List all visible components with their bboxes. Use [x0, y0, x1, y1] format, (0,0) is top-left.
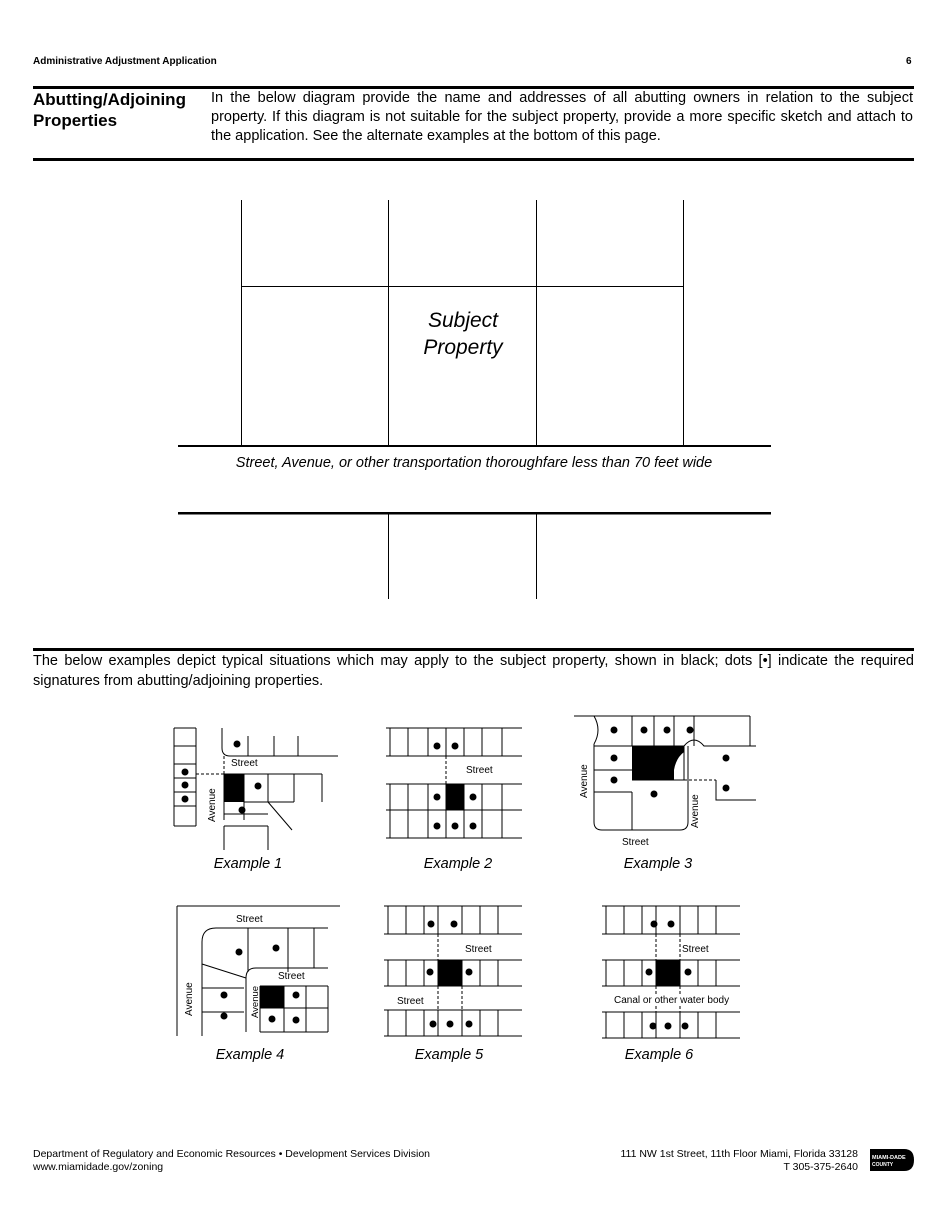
example-4-diagram: Street Street Avenue Avenue	[176, 905, 340, 1036]
footer-right: 111 NW 1st Street, 11th Floor Miami, Flo…	[620, 1148, 858, 1174]
footer-left: Department of Regulatory and Economic Re…	[33, 1148, 430, 1174]
logo-text-line2: COUNTY	[872, 1162, 894, 1168]
example-1-label: Example 1	[213, 856, 283, 872]
footer-phone: T 305-375-2640	[783, 1161, 858, 1173]
example-4-street-label-top: Street	[236, 914, 263, 925]
subject-property-line2: Property	[423, 336, 503, 359]
examples-top-rule	[33, 648, 914, 651]
section-title-line1: Abutting/Adjoining	[33, 90, 186, 109]
example-3-avenue-label-left: Avenue	[579, 764, 590, 798]
example-6-canal-label: Canal or other water body	[614, 995, 729, 1006]
example-5-street-label-top: Street	[465, 944, 492, 955]
example-4-street-label-inner: Street	[278, 971, 305, 982]
subject-property-label: Subject Property	[389, 307, 537, 361]
example-2-street-label: Street	[466, 765, 493, 776]
example-3-street-label: Street	[622, 837, 649, 848]
example-5-street-label-bottom: Street	[397, 996, 424, 1007]
footer-website-link[interactable]: www.miamidade.gov/zoning	[33, 1161, 164, 1173]
example-4-avenue-label-inner: Avenue	[250, 986, 261, 1018]
section-top-rule	[33, 86, 914, 89]
example-3-label: Example 3	[623, 856, 693, 872]
example-3-avenue-label-right: Avenue	[690, 794, 701, 828]
example-2-diagram: Street	[386, 727, 522, 839]
example-3-diagram: Avenue Avenue Street	[574, 715, 756, 848]
section-title: Abutting/Adjoining Properties	[33, 89, 203, 131]
page-number: 6	[906, 56, 912, 67]
example-4-label: Example 4	[215, 1047, 285, 1063]
example-1-diagram: Street Avenue	[173, 727, 338, 850]
county-logo-mark: MIAMI-DADE COUNTY	[870, 1149, 914, 1171]
example-4-avenue-label-outer: Avenue	[184, 982, 195, 1016]
street-caption: Street, Avenue, or other transportation …	[235, 455, 713, 471]
logo-text-line1: MIAMI-DADE	[872, 1155, 906, 1161]
example-1-street-label: Street	[231, 758, 258, 769]
example-2-label: Example 2	[423, 856, 493, 872]
example-6-street-label: Street	[682, 944, 709, 955]
footer-department: Department of Regulatory and Economic Re…	[33, 1148, 431, 1160]
abutting-properties-diagram	[178, 200, 771, 599]
example-6-diagram: Street Canal or other water body	[602, 905, 741, 1039]
subject-property-line1: Subject	[427, 309, 499, 332]
example-5-label: Example 5	[414, 1047, 484, 1063]
example-6-label: Example 6	[624, 1047, 694, 1063]
section-instructions: In the below diagram provide the name an…	[211, 90, 913, 144]
examples-intro: The below examples depict typical situat…	[33, 653, 914, 689]
section-title-line2: Properties	[33, 111, 118, 130]
document-title: Administrative Adjustment Application	[33, 56, 217, 67]
footer-address: 111 NW 1st Street, 11th Floor Miami, Flo…	[620, 1148, 858, 1160]
example-1-avenue-label: Avenue	[207, 788, 218, 822]
section-bottom-rule	[33, 158, 914, 161]
county-logo: MIAMI-DADE COUNTY	[870, 1149, 914, 1171]
example-5-diagram: Street Street	[384, 905, 522, 1037]
